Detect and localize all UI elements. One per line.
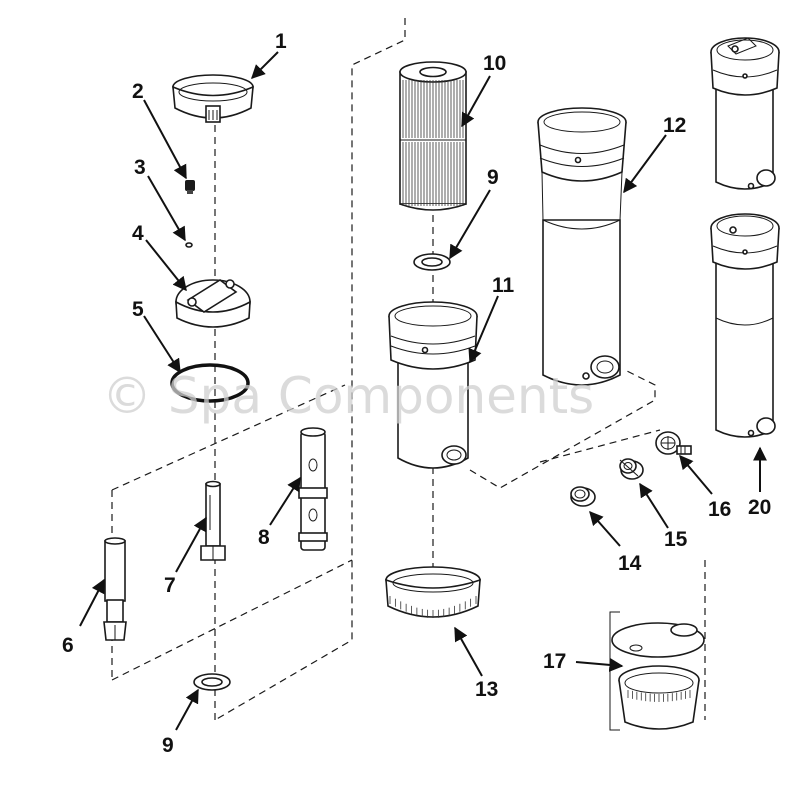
lock-ring-part <box>172 74 254 123</box>
callout-1: 1 <box>275 30 287 53</box>
callout-7: 7 <box>164 574 176 597</box>
callout-4: 4 <box>132 222 144 245</box>
adapter-fitting-part <box>619 458 644 480</box>
callout-20: 20 <box>748 496 771 519</box>
watermark-text: © Spa Components <box>102 367 594 425</box>
callout-10: 10 <box>483 52 506 75</box>
suction-tube-part <box>298 427 328 551</box>
callout-15: 15 <box>664 528 688 551</box>
callout-labels: 1 2 3 4 5 6 7 8 9 9 10 11 12 13 14 15 16… <box>62 30 771 757</box>
union-fitting-part <box>570 486 596 507</box>
filter-housing-part <box>388 301 478 469</box>
callout-11: 11 <box>492 274 515 297</box>
callout-16: 16 <box>708 498 731 521</box>
complete-filter-top-part <box>710 37 780 190</box>
filter-lid-part <box>175 279 251 328</box>
lid-o-ring-part <box>170 363 250 403</box>
callout-5: 5 <box>132 298 144 321</box>
bleeder-plug-part <box>185 180 195 194</box>
callout-9-lower: 9 <box>162 734 174 757</box>
callout-3: 3 <box>134 156 146 179</box>
small-o-ring-part <box>185 242 193 248</box>
filter-cartridge-part <box>399 61 467 211</box>
callout-6: 6 <box>62 634 74 657</box>
gasket-upper-part <box>413 253 451 271</box>
callout-17: 17 <box>543 650 566 673</box>
callout-12: 12 <box>663 114 686 137</box>
valve-fitting-part <box>655 431 692 455</box>
callout-arrows <box>79 51 767 731</box>
bottom-lock-ring-part <box>385 566 481 618</box>
tall-housing-part <box>537 107 627 386</box>
callout-8: 8 <box>258 526 270 549</box>
center-tube-part <box>200 480 226 561</box>
callout-9-upper: 9 <box>487 166 499 189</box>
basket-assembly-part <box>609 611 705 731</box>
callout-14: 14 <box>618 552 642 575</box>
complete-filter-bottom-part <box>710 213 780 438</box>
gasket-lower-part <box>193 673 231 691</box>
callout-2: 2 <box>132 80 144 103</box>
callout-13: 13 <box>475 678 498 701</box>
standpipe-part <box>103 537 127 641</box>
